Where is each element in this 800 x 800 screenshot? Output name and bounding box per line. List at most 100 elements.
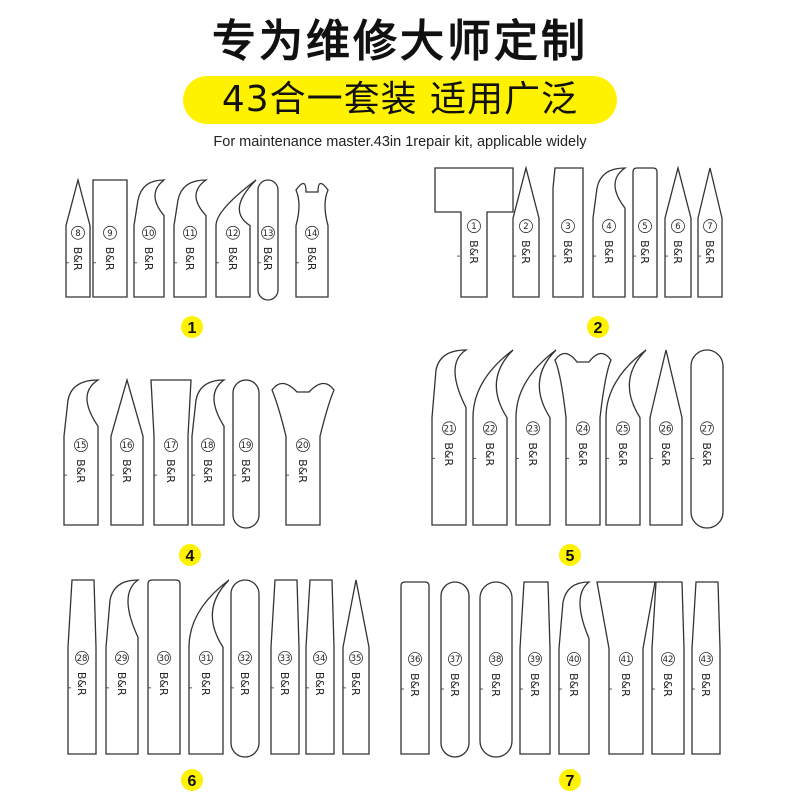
tool-group-6 [67,579,370,758]
tool-brand-label: B&R [659,442,672,466]
group-badge-label: 1 [188,320,197,337]
tool-number: 27 [702,424,713,434]
tool-number: 26 [661,424,672,434]
tool-22 [472,349,514,526]
tool-number: 22 [485,424,496,434]
tool-brand-label: B&R [528,673,541,697]
tool-number: 35 [351,654,362,664]
tool-number: 14 [307,229,318,239]
group-badge [587,316,609,338]
tool-brand-label: B&R [103,247,116,271]
tool-number: 1 [471,222,476,232]
tool-28 [67,579,97,755]
tool-brand-label: B&R [567,673,580,697]
tool-brand-label: B&R [115,672,128,696]
tool-number-circle [602,219,616,233]
group-badge-label: 7 [566,773,575,790]
tool-brand-label: B&R [74,459,87,483]
tool-brand-label: B&R [700,442,713,466]
tool-number-circle [671,219,685,233]
tool-number-circle [199,650,213,665]
tool-number-circle [71,225,85,240]
tool-number-circle [561,219,575,233]
tool-number: 6 [675,222,680,232]
tool-number-circle [296,438,310,453]
group-badge [559,544,581,566]
tool-number: 38 [491,655,502,665]
tool-number: 2 [523,222,528,232]
tool-number-circle [519,219,533,233]
tool-25 [605,349,647,526]
tool-number: 32 [240,654,251,664]
tool-number: 41 [621,655,632,665]
tool-group-7 [400,581,721,758]
group-badge-label: 2 [594,320,603,337]
tool-brand-label: B&R [305,247,318,271]
tool-15 [63,379,101,526]
tool-14 [295,182,329,298]
tool-32 [230,579,260,758]
tool-brand-label: B&R [699,673,712,697]
tool-brand-label: B&R [638,240,651,264]
tool-43 [691,581,721,755]
tool-brand-label: B&R [489,673,502,697]
tool-number: 31 [201,654,212,664]
tool-brand-label: B&R [349,672,362,696]
tool-number-circle [483,421,497,436]
tool-number: 25 [618,424,629,434]
tool-number-circle [115,650,129,665]
group-badge-label: 5 [566,548,575,565]
tool-number-circle [619,652,633,666]
tool-24 [554,352,612,526]
tool-34 [305,579,335,755]
tool-number-circle [448,652,462,666]
tool-number: 17 [166,441,177,451]
tool-number-circle [183,225,197,240]
tool-brand-label: B&R [616,442,629,466]
tool-brand-label: B&R [313,672,326,696]
tool-number-circle [408,652,422,666]
tool-40 [558,581,591,755]
tool-group-1 [65,177,329,301]
tool-brand-label: B&R [120,459,133,483]
tool-33 [270,579,300,755]
tool-36 [400,581,430,755]
tool-number-circle [526,421,540,436]
tool-number: 24 [578,424,589,434]
tool-number-circle [576,421,590,436]
tool-brand-label: B&R [201,459,214,483]
tool-brand-label: B&R [199,672,212,696]
tool-number-circle [659,421,673,436]
tool-number-circle [616,421,630,436]
tool-number-circle [142,225,156,240]
tool-number: 8 [75,229,80,239]
tool-number: 7 [707,222,712,232]
tool-number: 18 [203,441,214,451]
tool-31 [188,579,230,755]
group-badge-label: 4 [186,548,195,565]
tool-number: 3 [565,222,570,232]
tool-number-circle [567,652,581,666]
tool-number: 34 [315,654,326,664]
tool-29 [105,579,141,755]
tool-number: 40 [569,655,580,665]
group-badge-label: 6 [188,773,197,790]
tool-number-circle [261,225,275,240]
tool-number-circle [120,438,134,453]
tool-number-circle [74,438,88,453]
tool-number-circle [489,652,503,666]
tool-number-circle [699,652,713,666]
tool-number-circle [305,225,319,240]
tool-brand-label: B&R [296,459,309,483]
tool-number: 39 [530,655,541,665]
page-title: 专为维修大师定制 [212,16,588,67]
group-badge [179,544,201,566]
tool-number: 42 [663,655,674,665]
tool-19 [232,379,260,529]
tool-number: 5 [642,222,647,232]
tool-13 [257,179,279,301]
tool-number: 12 [228,229,239,239]
tool-number-circle [278,650,292,665]
tool-brand-label: B&R [142,247,155,271]
